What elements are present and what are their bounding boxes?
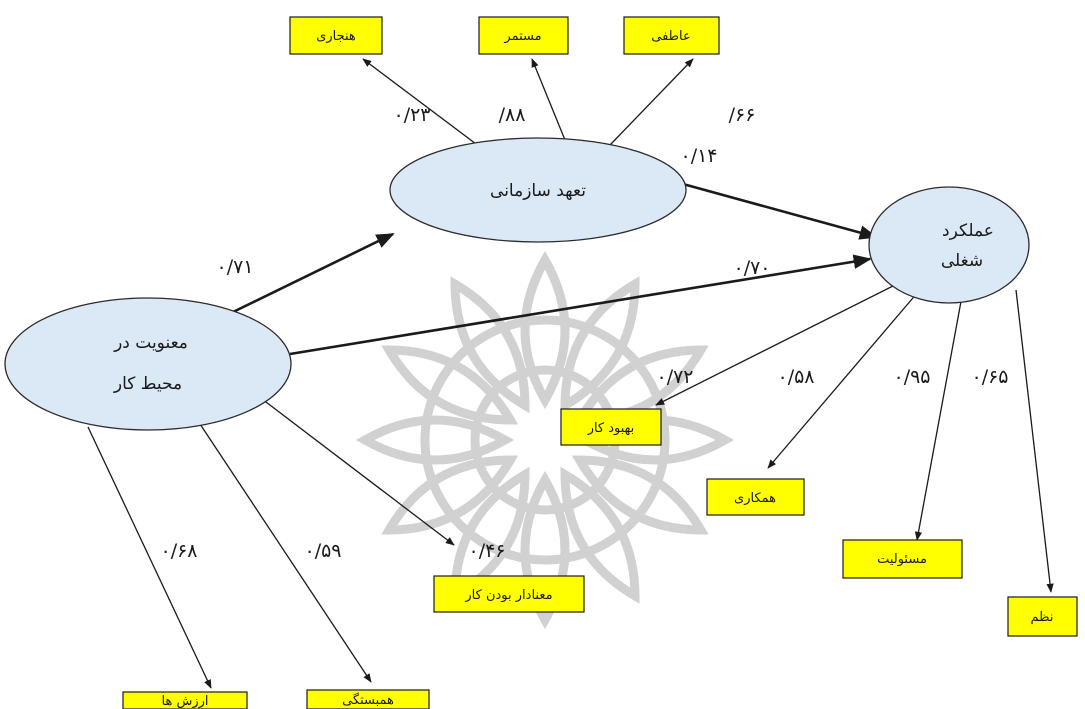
indicator-improvement: بهبود کار xyxy=(560,408,662,446)
coef-responsibility: ۰/۹۵ xyxy=(893,366,930,388)
arrow-to-normative xyxy=(362,58,489,154)
latent-performance-label-2: شغلی xyxy=(941,251,983,271)
coef-solidarity: ۰/۵۹ xyxy=(304,540,341,562)
coef-affective: /۶۶ xyxy=(729,104,756,126)
svg-text:معنادار بودن کار: معنادار بودن کار xyxy=(464,588,552,603)
svg-text:عاطفی: عاطفی xyxy=(651,29,690,44)
coef-spirituality-performance: ۰/۷۰ xyxy=(733,257,770,279)
indicator-continuous: مستمر xyxy=(478,16,569,55)
coef-meaningful-work: ۰/۴۶ xyxy=(468,540,505,562)
watermark-logo xyxy=(355,250,735,630)
latent-spirituality: معنویت در محیط کار xyxy=(4,297,292,431)
arrow-to-discipline xyxy=(1015,289,1054,593)
arrow-to-responsibility xyxy=(914,295,963,541)
indicator-cooperation: همکاری xyxy=(706,478,805,516)
coef-spirituality-commitment: ۰/۷۱ xyxy=(216,256,253,278)
arrow-spirituality-to-commitment xyxy=(232,232,395,314)
arrow-to-meaningful-work xyxy=(261,398,455,546)
indicator-responsibility: مسئولیت xyxy=(842,539,963,579)
latent-commitment-label: تعهد سازمانی xyxy=(490,181,586,201)
latent-commitment: تعهد سازمانی xyxy=(389,137,687,243)
arrow-to-improvement xyxy=(655,284,896,406)
svg-text:همبستگی: همبستگی xyxy=(342,692,394,708)
coef-cooperation: ۰/۵۸ xyxy=(777,366,814,388)
svg-text:نظم: نظم xyxy=(1031,610,1054,625)
svg-text:همکاری: همکاری xyxy=(734,491,776,506)
indicator-affective: عاطفی xyxy=(623,16,720,55)
svg-text:مستمر: مستمر xyxy=(503,29,541,44)
coef-values: ۰/۶۸ xyxy=(160,540,197,562)
indicator-values: ارزش ها xyxy=(122,691,248,709)
svg-text:مسئولیت: مسئولیت xyxy=(877,552,927,567)
coef-normative: ۰/۲۳ xyxy=(393,104,430,126)
coef-commitment-performance: ۰/۱۴ xyxy=(680,145,717,167)
indicator-discipline: نظم xyxy=(1007,596,1078,637)
indicator-meaningful-work: معنادار بودن کار xyxy=(433,575,585,613)
svg-text:ارزش ها: ارزش ها xyxy=(162,694,209,709)
coef-continuous: /۸۸ xyxy=(499,104,526,126)
arrow-to-continuous xyxy=(531,58,566,141)
latent-performance: عملکرد شغلی xyxy=(868,186,1030,304)
svg-text:بهبود کار: بهبود کار xyxy=(587,421,635,436)
coef-discipline: ۰/۶۵ xyxy=(971,366,1008,388)
arrow-to-cooperation xyxy=(767,291,919,469)
arrow-to-values xyxy=(87,426,212,689)
arrow-to-affective xyxy=(609,58,694,146)
arrow-spirituality-to-performance xyxy=(289,254,872,356)
arrow-to-solidarity xyxy=(199,423,372,683)
latent-spirituality-label-2: محیط کار xyxy=(113,374,182,394)
coef-improvement: ۰/۷۲ xyxy=(656,366,693,388)
svg-text:هنجاری: هنجاری xyxy=(316,29,356,44)
latent-spirituality-label-1: معنویت در xyxy=(113,333,188,353)
latent-performance-label-1: عملکرد xyxy=(942,221,994,241)
indicator-normative: هنجاری xyxy=(289,16,383,55)
indicator-solidarity: همبستگی xyxy=(306,689,430,709)
arrow-commitment-to-performance xyxy=(682,182,878,240)
